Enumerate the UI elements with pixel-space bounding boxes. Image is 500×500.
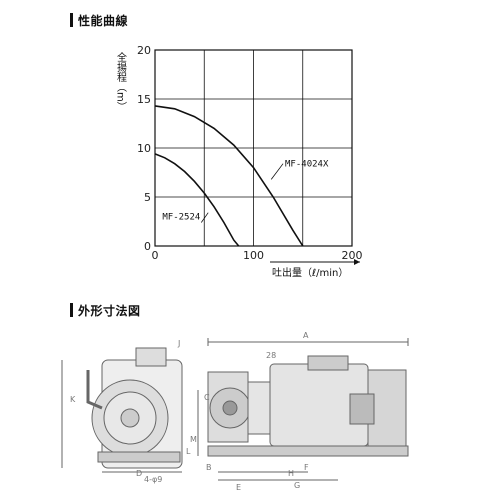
dimension-label: C [204,393,210,402]
dimension-label: B [206,463,212,472]
dimension-label: J [177,339,180,348]
y-tick-label: 10 [137,142,151,155]
dimension-label: E [236,483,241,492]
dimension-label: 4-φ9 [144,475,162,484]
dimension-label: A [303,331,309,340]
series-line-mf-2524 [154,153,240,247]
dimensions-section-header: 外形寸法図 [70,302,141,318]
dimensions-title: 外形寸法図 [78,303,141,318]
x-tick-label: 0 [152,249,159,262]
dimension-drawing: J A 28K C ML 4-φ9D H E GF B [61,331,409,492]
dimension-label: D [136,469,142,478]
y-tick-label: 0 [144,240,151,253]
dimension-label: M [190,435,197,444]
performance-curve-title: 性能曲線 [78,13,129,28]
dimension-label: F [304,463,309,472]
series-label-mf-4024x: MF-4024X [285,160,329,170]
x-tick-label: 200 [342,249,363,262]
y-tick-label: 20 [137,44,151,57]
section-marker [70,13,73,27]
leader-line-mf-2524 [200,212,209,223]
base-plate [97,451,181,463]
cable [86,370,103,410]
dimension-label: G [294,481,300,490]
terminal-box [135,347,167,367]
series-line-mf-4024x [154,105,304,247]
section-marker [70,303,73,317]
performance-section-header: 性能曲線 [70,12,128,28]
x-tick-label: 100 [243,249,264,262]
x-axis-arrowhead [354,259,360,265]
y-axis-title: 全揚程（m） [115,51,127,112]
base-rail [207,445,409,457]
y-tick-label: 5 [144,191,151,204]
series-label-mf-2524: MF-2524 [162,213,200,223]
dimension-label: L [186,447,191,456]
leader-line-mf-4024x [270,163,284,180]
dimension-label: K [70,395,76,404]
dimension-label: 28 [266,351,276,360]
y-tick-label: 15 [137,93,151,106]
x-axis-title: 吐出量（ℓ/min） [272,266,348,279]
dimension-label: H [288,469,294,478]
